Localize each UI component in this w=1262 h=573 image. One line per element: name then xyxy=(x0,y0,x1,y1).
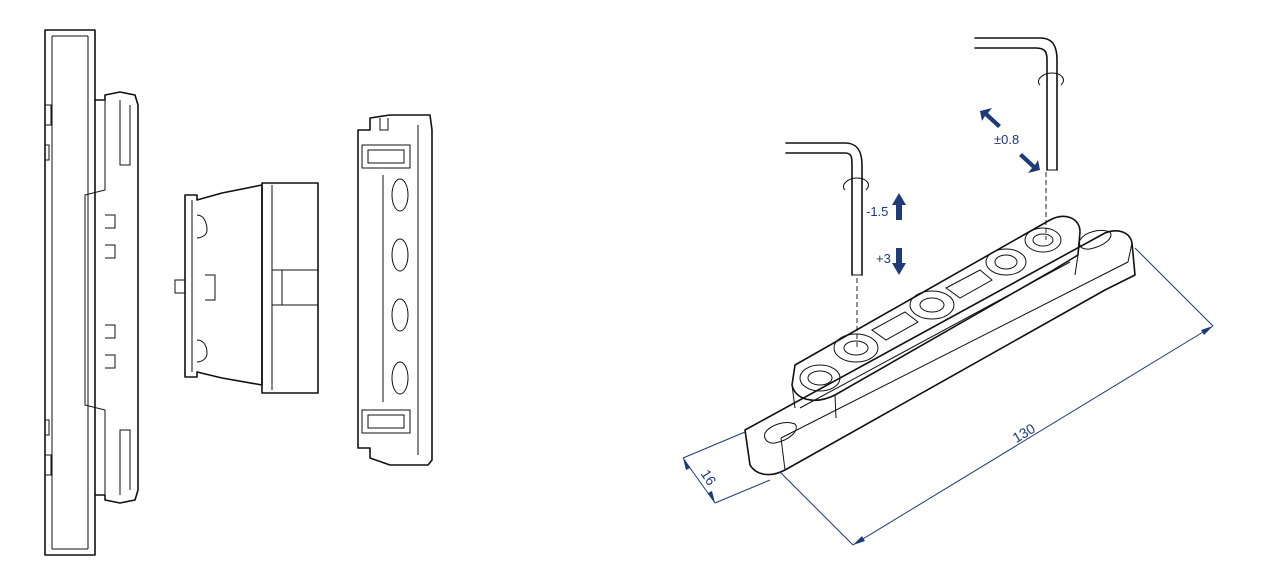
screw-head xyxy=(833,333,879,363)
screw-head xyxy=(985,248,1027,276)
lateral-label: ±0.8 xyxy=(994,132,1019,147)
screw-head xyxy=(909,290,955,320)
end-cap-view xyxy=(357,114,433,466)
allen-key-icon xyxy=(974,37,1058,171)
rotation-icon xyxy=(1038,72,1064,86)
allen-key-icon xyxy=(785,142,863,276)
width-label: 16 xyxy=(698,466,720,488)
length-dimension xyxy=(779,247,1214,546)
screw-head xyxy=(799,364,841,392)
arrow-up-icon xyxy=(892,193,906,220)
length-label: 130 xyxy=(1010,420,1038,446)
screw-head xyxy=(1024,227,1062,253)
vertical-down-label: -1.5 xyxy=(866,204,888,219)
vertical-up-label: +3 xyxy=(876,251,891,266)
hinge-block-view xyxy=(174,182,319,394)
arrow-down-icon xyxy=(892,248,906,275)
width-dimension xyxy=(682,431,771,504)
diagonal-arrow-icon xyxy=(980,108,1040,173)
side-profile-view xyxy=(44,29,139,556)
adjustment-plate-view: -1.5 +3 ±0.8 130 16 xyxy=(682,37,1214,546)
rotation-icon xyxy=(843,177,869,191)
